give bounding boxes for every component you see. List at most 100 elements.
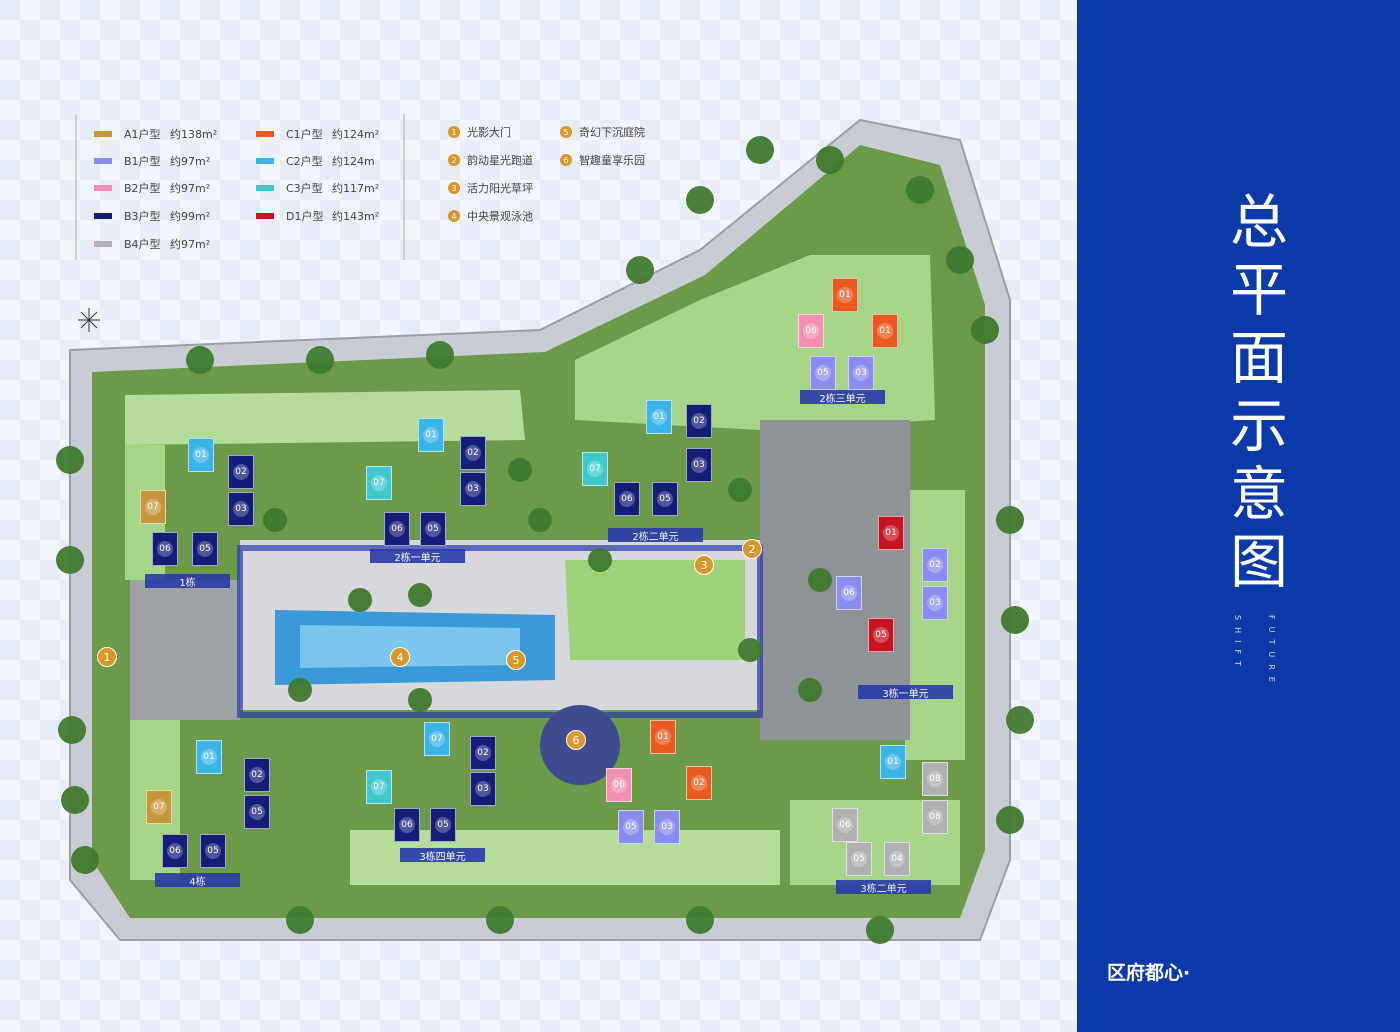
- swatch-c1: [256, 131, 274, 137]
- unit-c2[interactable]: 01: [196, 740, 222, 774]
- unit-b3[interactable]: 05: [200, 834, 226, 868]
- unit-b4[interactable]: 04: [884, 842, 910, 876]
- legend-b1-area: 约97m²: [170, 155, 211, 168]
- unit-b1[interactable]: 03: [848, 356, 874, 390]
- unit-number: 06: [157, 541, 173, 557]
- legend-a1: A1户型约138m²: [94, 126, 217, 142]
- unit-number: 03: [475, 781, 491, 797]
- track: [237, 545, 763, 718]
- unit-a1[interactable]: 07: [146, 790, 172, 824]
- unit-d1[interactable]: 01: [878, 516, 904, 550]
- unit-b3[interactable]: 02: [228, 455, 254, 489]
- unit-number: 06: [619, 491, 635, 507]
- swatch-b2: [94, 185, 112, 191]
- unit-b2[interactable]: 06: [606, 768, 632, 802]
- marker-6[interactable]: 6: [566, 730, 586, 750]
- marker-1[interactable]: 1: [97, 647, 117, 667]
- unit-b4[interactable]: 08: [922, 762, 948, 796]
- building-label-1: 1栋: [145, 574, 230, 589]
- unit-number: 05: [205, 843, 221, 859]
- unit-c1[interactable]: 01: [872, 314, 898, 348]
- unit-b3[interactable]: 06: [394, 808, 420, 842]
- unit-c2[interactable]: 07: [424, 722, 450, 756]
- unit-c2[interactable]: 01: [418, 418, 444, 452]
- unit-b1[interactable]: 02: [922, 548, 948, 582]
- legend-c2-name: C2户型: [286, 155, 323, 168]
- unit-a1[interactable]: 07: [140, 490, 166, 524]
- building-label-4: 4栋: [155, 873, 240, 888]
- feature-4-label: 中央景观泳池: [467, 210, 533, 223]
- unit-b3[interactable]: 05: [652, 482, 678, 516]
- marker-3[interactable]: 3: [694, 555, 714, 575]
- unit-b4[interactable]: 05: [846, 842, 872, 876]
- unit-number: 05: [249, 804, 265, 820]
- unit-b3[interactable]: 05: [192, 532, 218, 566]
- unit-number: 05: [657, 491, 673, 507]
- legend-b1-name: B1户型: [124, 155, 161, 168]
- unit-b3[interactable]: 03: [460, 472, 486, 506]
- legend-a1-name: A1户型: [124, 128, 161, 141]
- unit-b1[interactable]: 05: [810, 356, 836, 390]
- unit-number: 06: [841, 585, 857, 601]
- unit-b3[interactable]: 05: [420, 512, 446, 546]
- unit-b3[interactable]: 05: [244, 795, 270, 829]
- unit-b3[interactable]: 02: [686, 404, 712, 438]
- unit-c1[interactable]: 02: [686, 766, 712, 800]
- unit-number: 01: [423, 427, 439, 443]
- unit-b3[interactable]: 06: [614, 482, 640, 516]
- unit-number: 03: [659, 819, 675, 835]
- unit-number: 02: [691, 775, 707, 791]
- unit-c3[interactable]: 07: [366, 770, 392, 804]
- swatch-a1: [94, 131, 112, 137]
- unit-b3[interactable]: 02: [460, 436, 486, 470]
- legend-d1: D1户型约143m²: [256, 208, 379, 224]
- marker-2[interactable]: 2: [742, 539, 762, 559]
- unit-b3[interactable]: 03: [470, 772, 496, 806]
- unit-b3[interactable]: 06: [162, 834, 188, 868]
- unit-b3[interactable]: 02: [470, 736, 496, 770]
- unit-b1[interactable]: 05: [618, 810, 644, 844]
- unit-d1[interactable]: 05: [868, 618, 894, 652]
- unit-b4[interactable]: 08: [922, 800, 948, 834]
- swatch-c3: [256, 185, 274, 191]
- swatch-b1: [94, 158, 112, 164]
- unit-number: 06: [611, 777, 627, 793]
- unit-number: 07: [145, 499, 161, 515]
- unit-number: 03: [927, 595, 943, 611]
- unit-b3[interactable]: 06: [384, 512, 410, 546]
- unit-c2[interactable]: 01: [880, 745, 906, 779]
- unit-c3[interactable]: 07: [366, 466, 392, 500]
- unit-c3[interactable]: 07: [582, 452, 608, 486]
- unit-c2[interactable]: 01: [188, 438, 214, 472]
- unit-number: 05: [435, 817, 451, 833]
- unit-b3[interactable]: 03: [228, 492, 254, 526]
- unit-b4[interactable]: 06: [832, 808, 858, 842]
- unit-b3[interactable]: 06: [152, 532, 178, 566]
- unit-c1[interactable]: 01: [832, 278, 858, 312]
- unit-b3[interactable]: 02: [244, 758, 270, 792]
- unit-number: 04: [889, 851, 905, 867]
- unit-number: 03: [233, 501, 249, 517]
- marker-5[interactable]: 5: [506, 650, 526, 670]
- unit-c2[interactable]: 01: [646, 400, 672, 434]
- unit-b3[interactable]: 03: [686, 448, 712, 482]
- unit-b1[interactable]: 06: [836, 576, 862, 610]
- lawn-center: [565, 560, 745, 660]
- legend-c3-area: 约117m²: [332, 182, 380, 195]
- unit-number: 01: [837, 287, 853, 303]
- feature-6-num: 6: [560, 154, 572, 166]
- unit-number: 07: [371, 475, 387, 491]
- feature-5-label: 奇幻下沉庭院: [579, 126, 645, 139]
- unit-b1[interactable]: 03: [654, 810, 680, 844]
- unit-b2[interactable]: 06: [798, 314, 824, 348]
- unit-number: 06: [399, 817, 415, 833]
- unit-b3[interactable]: 05: [430, 808, 456, 842]
- marker-4[interactable]: 4: [390, 647, 410, 667]
- unit-c1[interactable]: 01: [650, 720, 676, 754]
- legend-c2-area: 约124m: [332, 155, 375, 168]
- unit-number: 05: [815, 365, 831, 381]
- unit-number: 01: [883, 525, 899, 541]
- unit-b1[interactable]: 03: [922, 586, 948, 620]
